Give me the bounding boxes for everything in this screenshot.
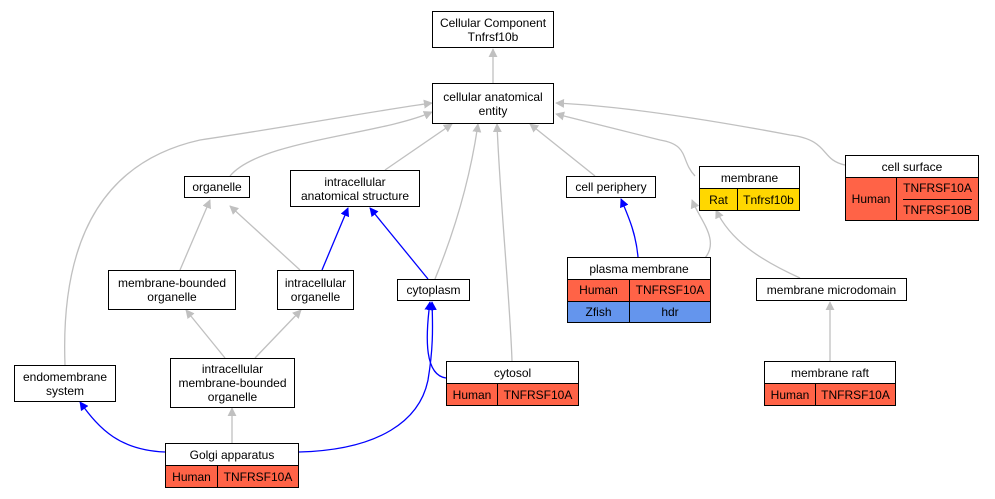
edge-ias-cae	[384, 123, 453, 171]
gene-cell: TNFRSF10A	[903, 181, 972, 196]
edge-cellperiphery-cae	[529, 123, 596, 177]
node-label: organelle	[192, 180, 242, 194]
node-plasma-membrane[interactable]: plasma membrane Human TNFRSF10A Zfish hd…	[567, 257, 711, 323]
edge-imbo-mbo	[185, 309, 226, 359]
node-label: intracellular anatomical structure	[300, 174, 410, 203]
node-label: cytoplasm	[406, 283, 461, 297]
node-title: Golgi apparatus	[166, 444, 298, 466]
gene-cell: TNFRSF10B	[903, 198, 972, 221]
node-membrane-microdomain[interactable]: membrane microdomain	[756, 278, 907, 301]
node-membrane-bounded-organelle[interactable]: membrane-bounded organelle	[108, 270, 236, 310]
edge-imbo-io	[254, 309, 302, 359]
edge-golgi-endomembrane	[79, 401, 166, 453]
node-endomembrane-system[interactable]: endomembrane system	[14, 365, 116, 402]
node-label: Cellular Component Tnfrsf10b	[439, 15, 547, 44]
edge-plasmamembrane-cellperiphery	[620, 198, 639, 258]
node-title: membrane raft	[765, 362, 895, 384]
node-label: intracellular organelle	[284, 276, 347, 304]
gene-cell: TNFRSF10A	[815, 384, 895, 405]
node-cell-surface[interactable]: cell surface Human TNFRSF10A TNFRSF10B	[845, 155, 979, 221]
node-title: plasma membrane	[568, 258, 710, 280]
species-cell: Zfish	[568, 301, 629, 322]
species-cell: Rat	[700, 189, 737, 210]
node-label: endomembrane system	[22, 369, 108, 398]
node-title: membrane	[700, 167, 799, 189]
node-label: cell periphery	[575, 180, 647, 194]
edge-endomembrane-cae	[64, 99, 433, 366]
node-label: membrane-bounded organelle	[117, 276, 227, 304]
node-intracellular-membrane-bounded-organelle[interactable]: intracellular membrane-bounded organelle	[170, 358, 295, 408]
node-membrane-raft[interactable]: membrane raft Human TNFRSF10A	[764, 361, 896, 406]
node-label: cellular anatomical entity	[443, 89, 543, 118]
node-cellular-component[interactable]: Cellular Component Tnfrsf10b	[432, 11, 554, 48]
node-label: intracellular membrane-bounded organelle	[178, 362, 287, 404]
node-organelle[interactable]: organelle	[184, 176, 250, 198]
edge-cellsurface-cae	[555, 98, 846, 166]
node-intracellular-organelle[interactable]: intracellular organelle	[277, 270, 354, 310]
edge-cytoplasm-cae	[434, 123, 482, 280]
node-cytosol[interactable]: cytosol Human TNFRSF10A	[446, 361, 579, 406]
node-cellular-anatomical-entity[interactable]: cellular anatomical entity	[432, 83, 554, 124]
edge-membrane-cae	[555, 111, 696, 177]
species-cell: Human	[568, 280, 629, 301]
species-cell: Human	[846, 178, 896, 220]
edge-io-ias	[321, 207, 350, 271]
edge-plasmamembrane-membrane	[690, 199, 711, 259]
node-cytoplasm[interactable]: cytoplasm	[397, 279, 470, 301]
gene-stack: TNFRSF10A TNFRSF10B	[896, 178, 978, 220]
edge-cytoplasm-ias	[369, 207, 429, 280]
gene-cell: Tnfrsf10b	[737, 189, 799, 210]
node-title: cell surface	[846, 156, 978, 178]
edge-mbo-organelle	[179, 199, 211, 271]
gene-cell: TNFRSF10A	[629, 280, 710, 301]
gene-cell: hdr	[629, 301, 710, 322]
gene-cell: TNFRSF10A	[217, 466, 298, 487]
species-cell: Human	[166, 466, 217, 487]
gene-cell: TNFRSF10A	[497, 384, 578, 405]
edge-microdomain-membrane	[715, 209, 801, 279]
edge-cytosol-cae	[492, 123, 513, 362]
species-cell: Human	[765, 384, 815, 405]
node-cell-periphery[interactable]: cell periphery	[566, 176, 656, 198]
node-title: cytosol	[447, 362, 578, 384]
edge-cytosol-cytoplasm	[424, 301, 447, 379]
node-intracellular-anatomical-structure[interactable]: intracellular anatomical structure	[290, 170, 420, 207]
node-membrane[interactable]: membrane Rat Tnfrsf10b	[699, 166, 800, 211]
species-cell: Human	[447, 384, 497, 405]
edge-golgi-cytoplasm	[298, 301, 437, 453]
edge-organelle-cae	[229, 111, 433, 177]
node-golgi-apparatus[interactable]: Golgi apparatus Human TNFRSF10A	[165, 443, 299, 488]
node-label: membrane microdomain	[766, 282, 897, 297]
edge-io-organelle	[229, 205, 301, 271]
